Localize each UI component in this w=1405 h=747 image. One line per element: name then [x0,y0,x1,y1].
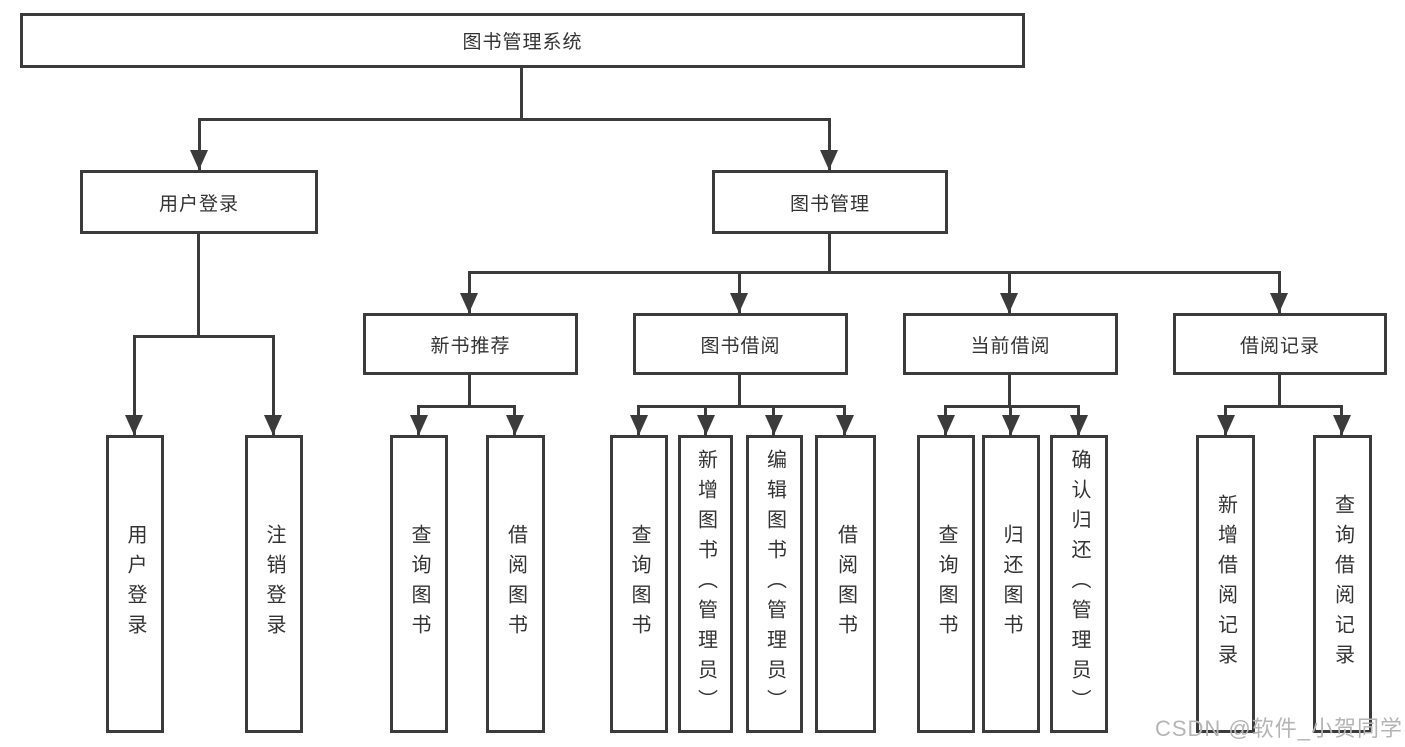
leaf-borrow-books: 借阅图书 [815,435,876,733]
arrow-down-icon [1002,415,1020,435]
connector-line [468,271,1281,274]
connector-line [1278,271,1281,313]
arrow-down-icon [506,415,524,435]
connector-line [133,335,275,338]
connector-line [738,375,741,408]
node-library-system: 图书管理系统 [20,13,1025,68]
arrow-down-icon [264,415,282,435]
watermark: CSDN @软件_小贺同学 [1154,716,1403,741]
connector-line [198,118,831,121]
arrow-down-icon [460,293,478,313]
arrow-down-icon [1270,293,1288,313]
arrow-down-icon [765,415,783,435]
node-current-borrow: 当前借阅 [903,313,1118,375]
arrow-down-icon [1217,415,1235,435]
leaf-add-borrow-record: 新增借阅记录 [1196,435,1255,733]
arrow-down-icon [1070,415,1088,435]
connector-line [738,271,741,313]
connector-line [520,68,523,120]
connector-line [133,335,136,435]
arrow-down-icon [630,415,648,435]
connector-line [272,335,275,435]
node-user-login: 用户登录 [80,170,318,234]
leaf-add-book-admin: 新增图书（管理员） [678,435,733,733]
node-book-borrow: 图书借阅 [633,313,848,375]
connector-line [637,405,846,408]
node-book-management: 图书管理 [712,170,948,234]
arrow-down-icon [1000,293,1018,313]
connector-line [468,271,471,313]
leaf-borrow-books-recommend: 借阅图书 [486,435,545,733]
connector-line [944,405,1080,408]
connector-line [828,234,831,274]
arrow-down-icon [125,415,143,435]
arrow-down-icon [697,415,715,435]
leaf-query-books-borrow: 查询图书 [610,435,668,733]
arrow-down-icon [820,150,838,170]
connector-line [1008,375,1011,408]
arrow-down-icon [937,415,955,435]
leaf-edit-book-admin: 编辑图书（管理员） [746,435,803,733]
leaf-logout-login: 注销登录 [245,435,303,733]
arrow-down-icon [1333,415,1351,435]
node-borrow-records: 借阅记录 [1173,313,1387,375]
arrow-down-icon [730,293,748,313]
connector-line [468,375,471,408]
connector-line [1008,271,1011,313]
node-new-book-recommend: 新书推荐 [363,313,578,375]
leaf-confirm-return-admin: 确认归还（管理员） [1050,435,1108,733]
leaf-query-books-current: 查询图书 [917,435,975,733]
leaf-query-borrow-record: 查询借阅记录 [1313,435,1372,733]
connector-line [198,118,201,170]
leaf-user-login: 用户登录 [106,435,164,733]
connector-line [828,118,831,170]
arrow-down-icon [836,415,854,435]
leaf-query-books-recommend: 查询图书 [390,435,448,733]
connector-line [1278,375,1281,408]
arrow-down-icon [190,150,208,170]
connector-line [1224,405,1342,408]
leaf-return-books: 归还图书 [982,435,1040,733]
connector-line [197,234,200,335]
connector-line [417,405,516,408]
arrow-down-icon [410,415,428,435]
